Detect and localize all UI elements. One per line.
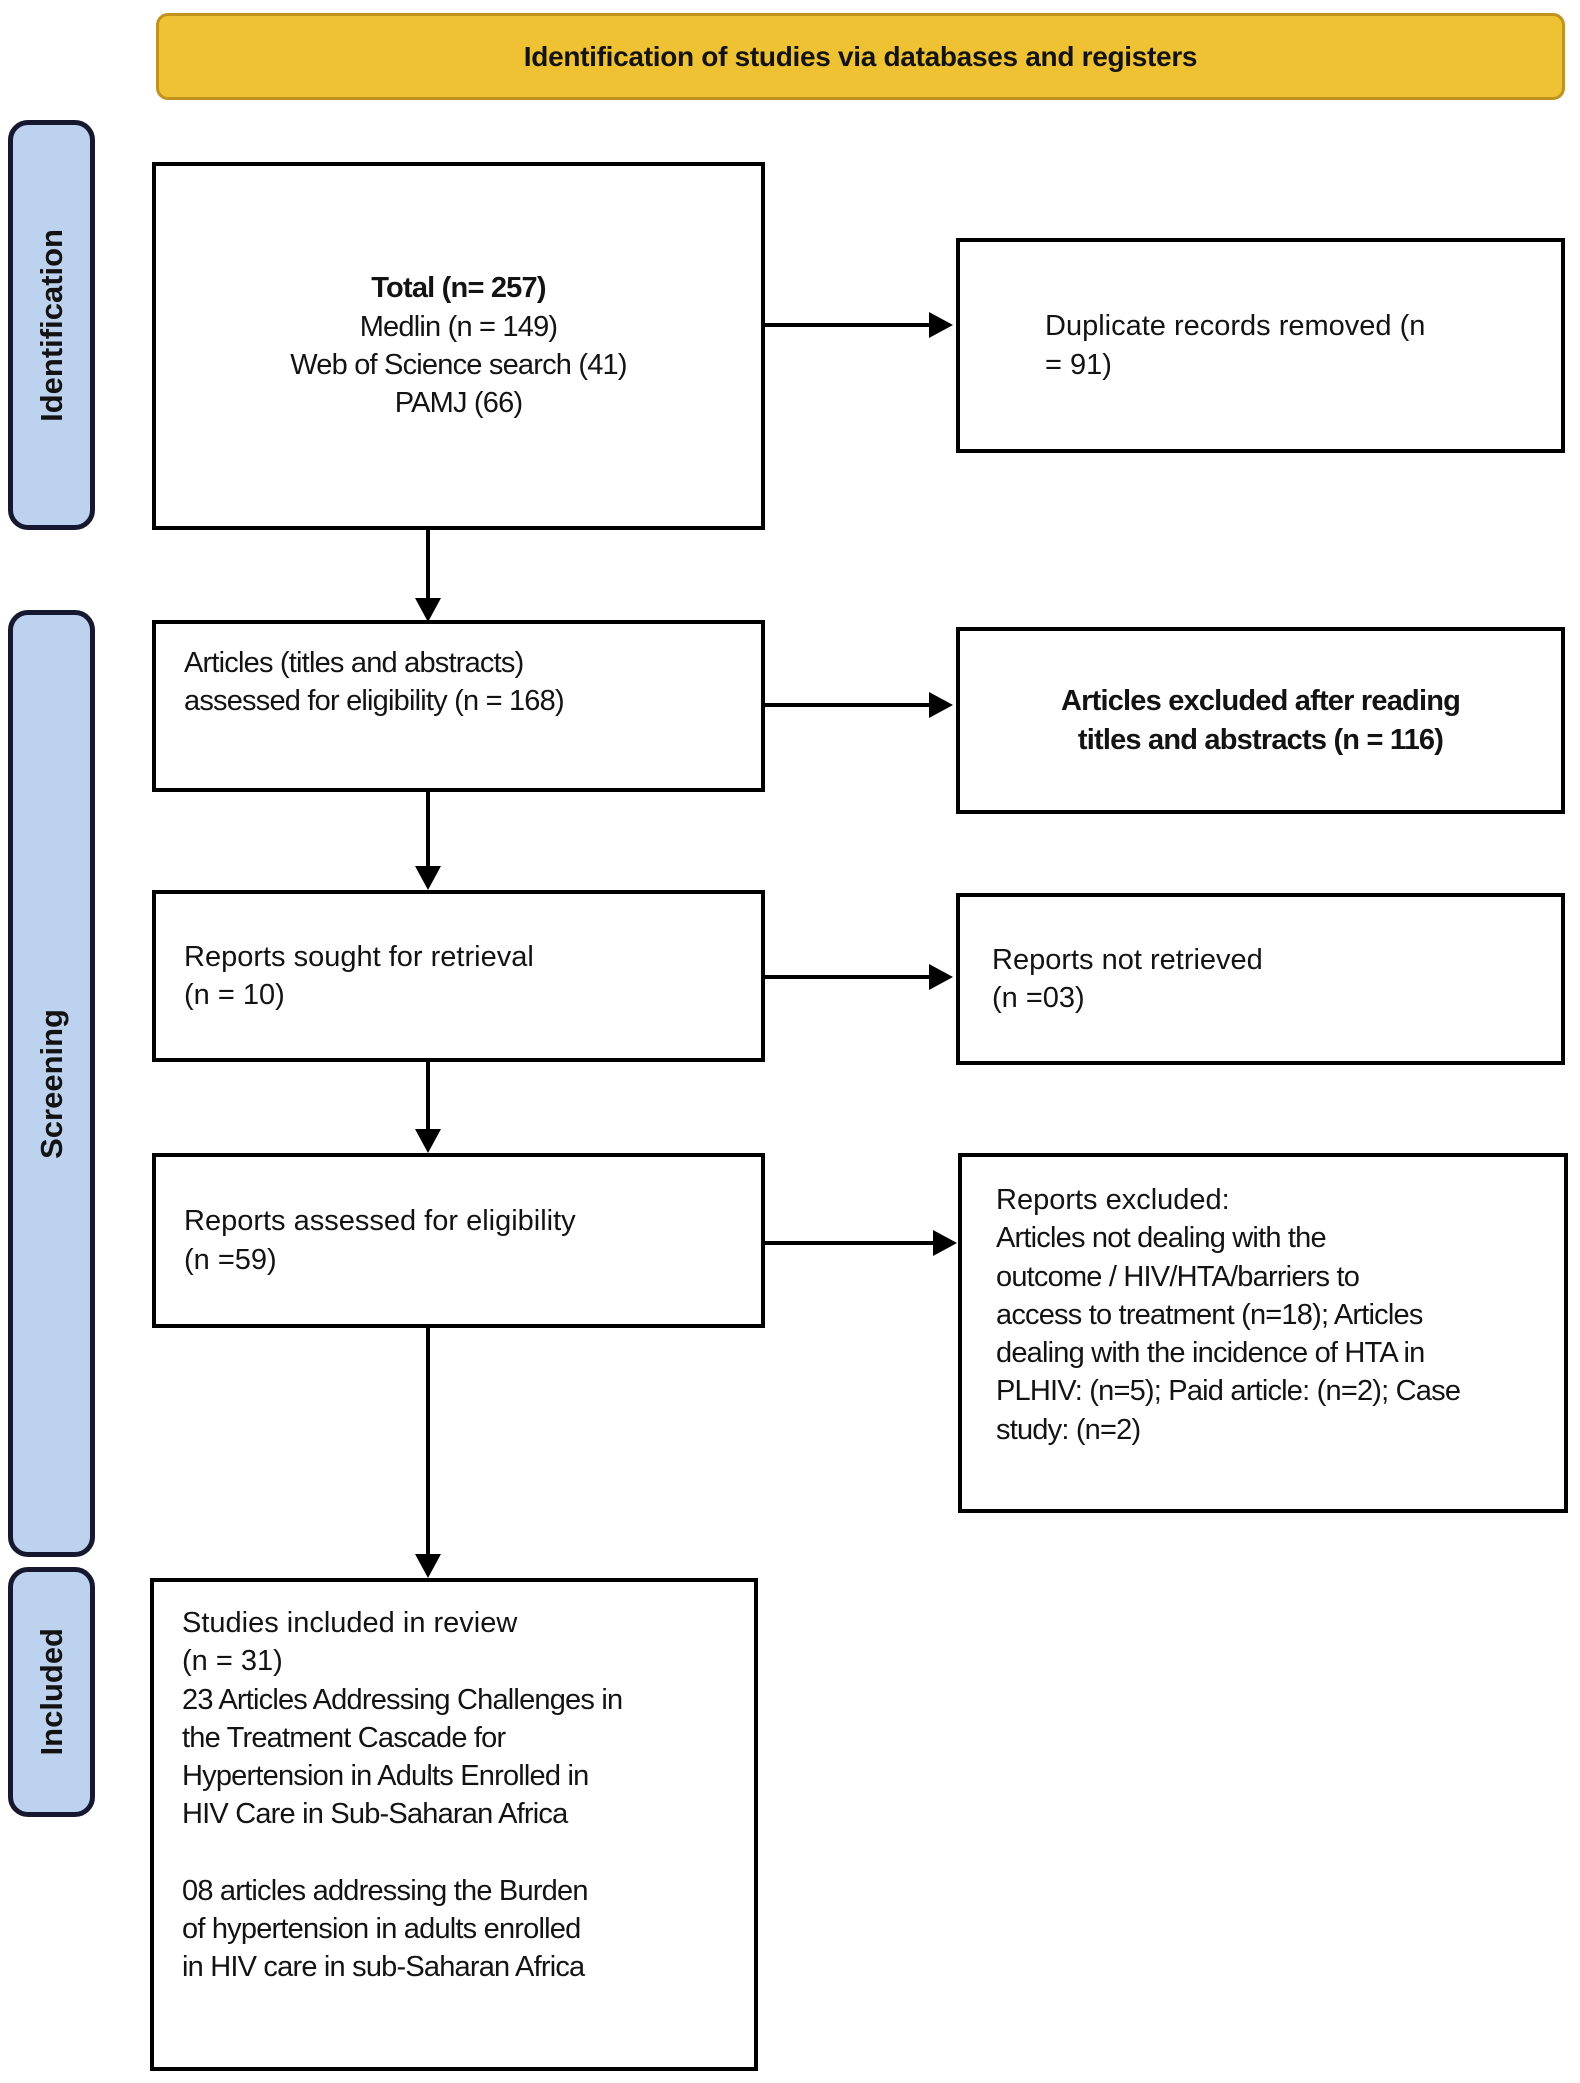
flow-box-reports-sought: Reports sought for retrieval (n = 10) xyxy=(152,890,765,1062)
flow-box-excluded-titles-abstracts: Articles excluded after reading titles a… xyxy=(956,627,1565,814)
stage-bar-identification: Identification xyxy=(8,120,95,530)
stage-bar-screening: Screening xyxy=(8,610,95,1557)
flow-box-reports-sought-body: Reports sought for retrieval (n = 10) xyxy=(184,940,534,1011)
flow-box-titles-abstracts-assessed-body: Articles (titles and abstracts) assessed… xyxy=(184,647,565,718)
flow-box-duplicates-removed-body: Duplicate records removed (n = 91) xyxy=(1045,310,1426,381)
stage-bar-included: Included xyxy=(8,1567,95,1817)
flow-box-titles-abstracts-assessed: Articles (titles and abstracts) assessed… xyxy=(152,620,765,792)
arrow-head-total-to-assessed xyxy=(415,598,441,622)
arrow-line-eligibility-to-reports-excluded xyxy=(762,1241,934,1245)
flow-box-total: Total (n= 257) Medlin (n = 149) Web of S… xyxy=(152,162,765,530)
arrow-line-assessed-to-sought xyxy=(426,790,430,868)
flow-box-reports-assessed-body: Reports assessed for eligibility (n =59) xyxy=(184,1205,576,1276)
stage-label-identification: Identification xyxy=(33,228,69,422)
flow-box-studies-included-body: 23 Articles Addressing Challenges in the… xyxy=(182,1683,623,1984)
flow-box-reports-not-retrieved-body: Reports not retrieved (n =03) xyxy=(992,943,1263,1014)
arrow-head-assessed-to-sought xyxy=(415,866,441,890)
flow-box-studies-included-heading: Studies included in review (n = 31) xyxy=(182,1607,518,1678)
flow-box-excluded-titles-abstracts-body: Articles excluded after reading titles a… xyxy=(1060,685,1461,756)
arrow-head-sought-to-not-retrieved xyxy=(929,964,953,990)
flow-box-total-body: Medlin (n = 149) Web of Science search (… xyxy=(290,310,627,420)
flow-box-reports-assessed: Reports assessed for eligibility (n =59) xyxy=(152,1153,765,1328)
arrow-line-sought-to-not-retrieved xyxy=(762,975,930,979)
arrow-line-total-to-assessed xyxy=(426,528,430,600)
arrow-head-total-to-duplicates xyxy=(929,312,953,338)
flow-box-reports-excluded-heading: Reports excluded: xyxy=(996,1184,1230,1216)
banner-label: Identification of studies via databases … xyxy=(523,40,1198,72)
banner: Identification of studies via databases … xyxy=(156,13,1565,100)
arrow-head-eligibility-to-included xyxy=(415,1554,441,1578)
stage-label-included: Included xyxy=(33,1628,69,1756)
flow-box-total-title: Total (n= 257) xyxy=(371,272,546,305)
arrow-line-total-to-duplicates xyxy=(762,323,930,327)
arrow-line-sought-to-eligibility xyxy=(426,1060,430,1131)
arrow-line-eligibility-to-included xyxy=(426,1326,430,1556)
arrow-line-assessed-to-excluded xyxy=(762,703,930,707)
flow-box-duplicates-removed: Duplicate records removed (n = 91) xyxy=(956,238,1565,453)
arrow-head-sought-to-eligibility xyxy=(415,1129,441,1153)
flow-box-studies-included: Studies included in review (n = 31) 23 A… xyxy=(150,1578,758,2071)
arrow-head-eligibility-to-reports-excluded xyxy=(933,1230,957,1256)
flow-box-reports-excluded: Reports excluded: Articles not dealing w… xyxy=(958,1153,1568,1513)
flow-box-reports-excluded-body: Articles not dealing with the outcome / … xyxy=(996,1222,1461,1446)
arrow-head-assessed-to-excluded xyxy=(929,692,953,718)
flow-box-reports-not-retrieved: Reports not retrieved (n =03) xyxy=(956,893,1565,1065)
stage-label-screening: Screening xyxy=(33,1008,69,1159)
